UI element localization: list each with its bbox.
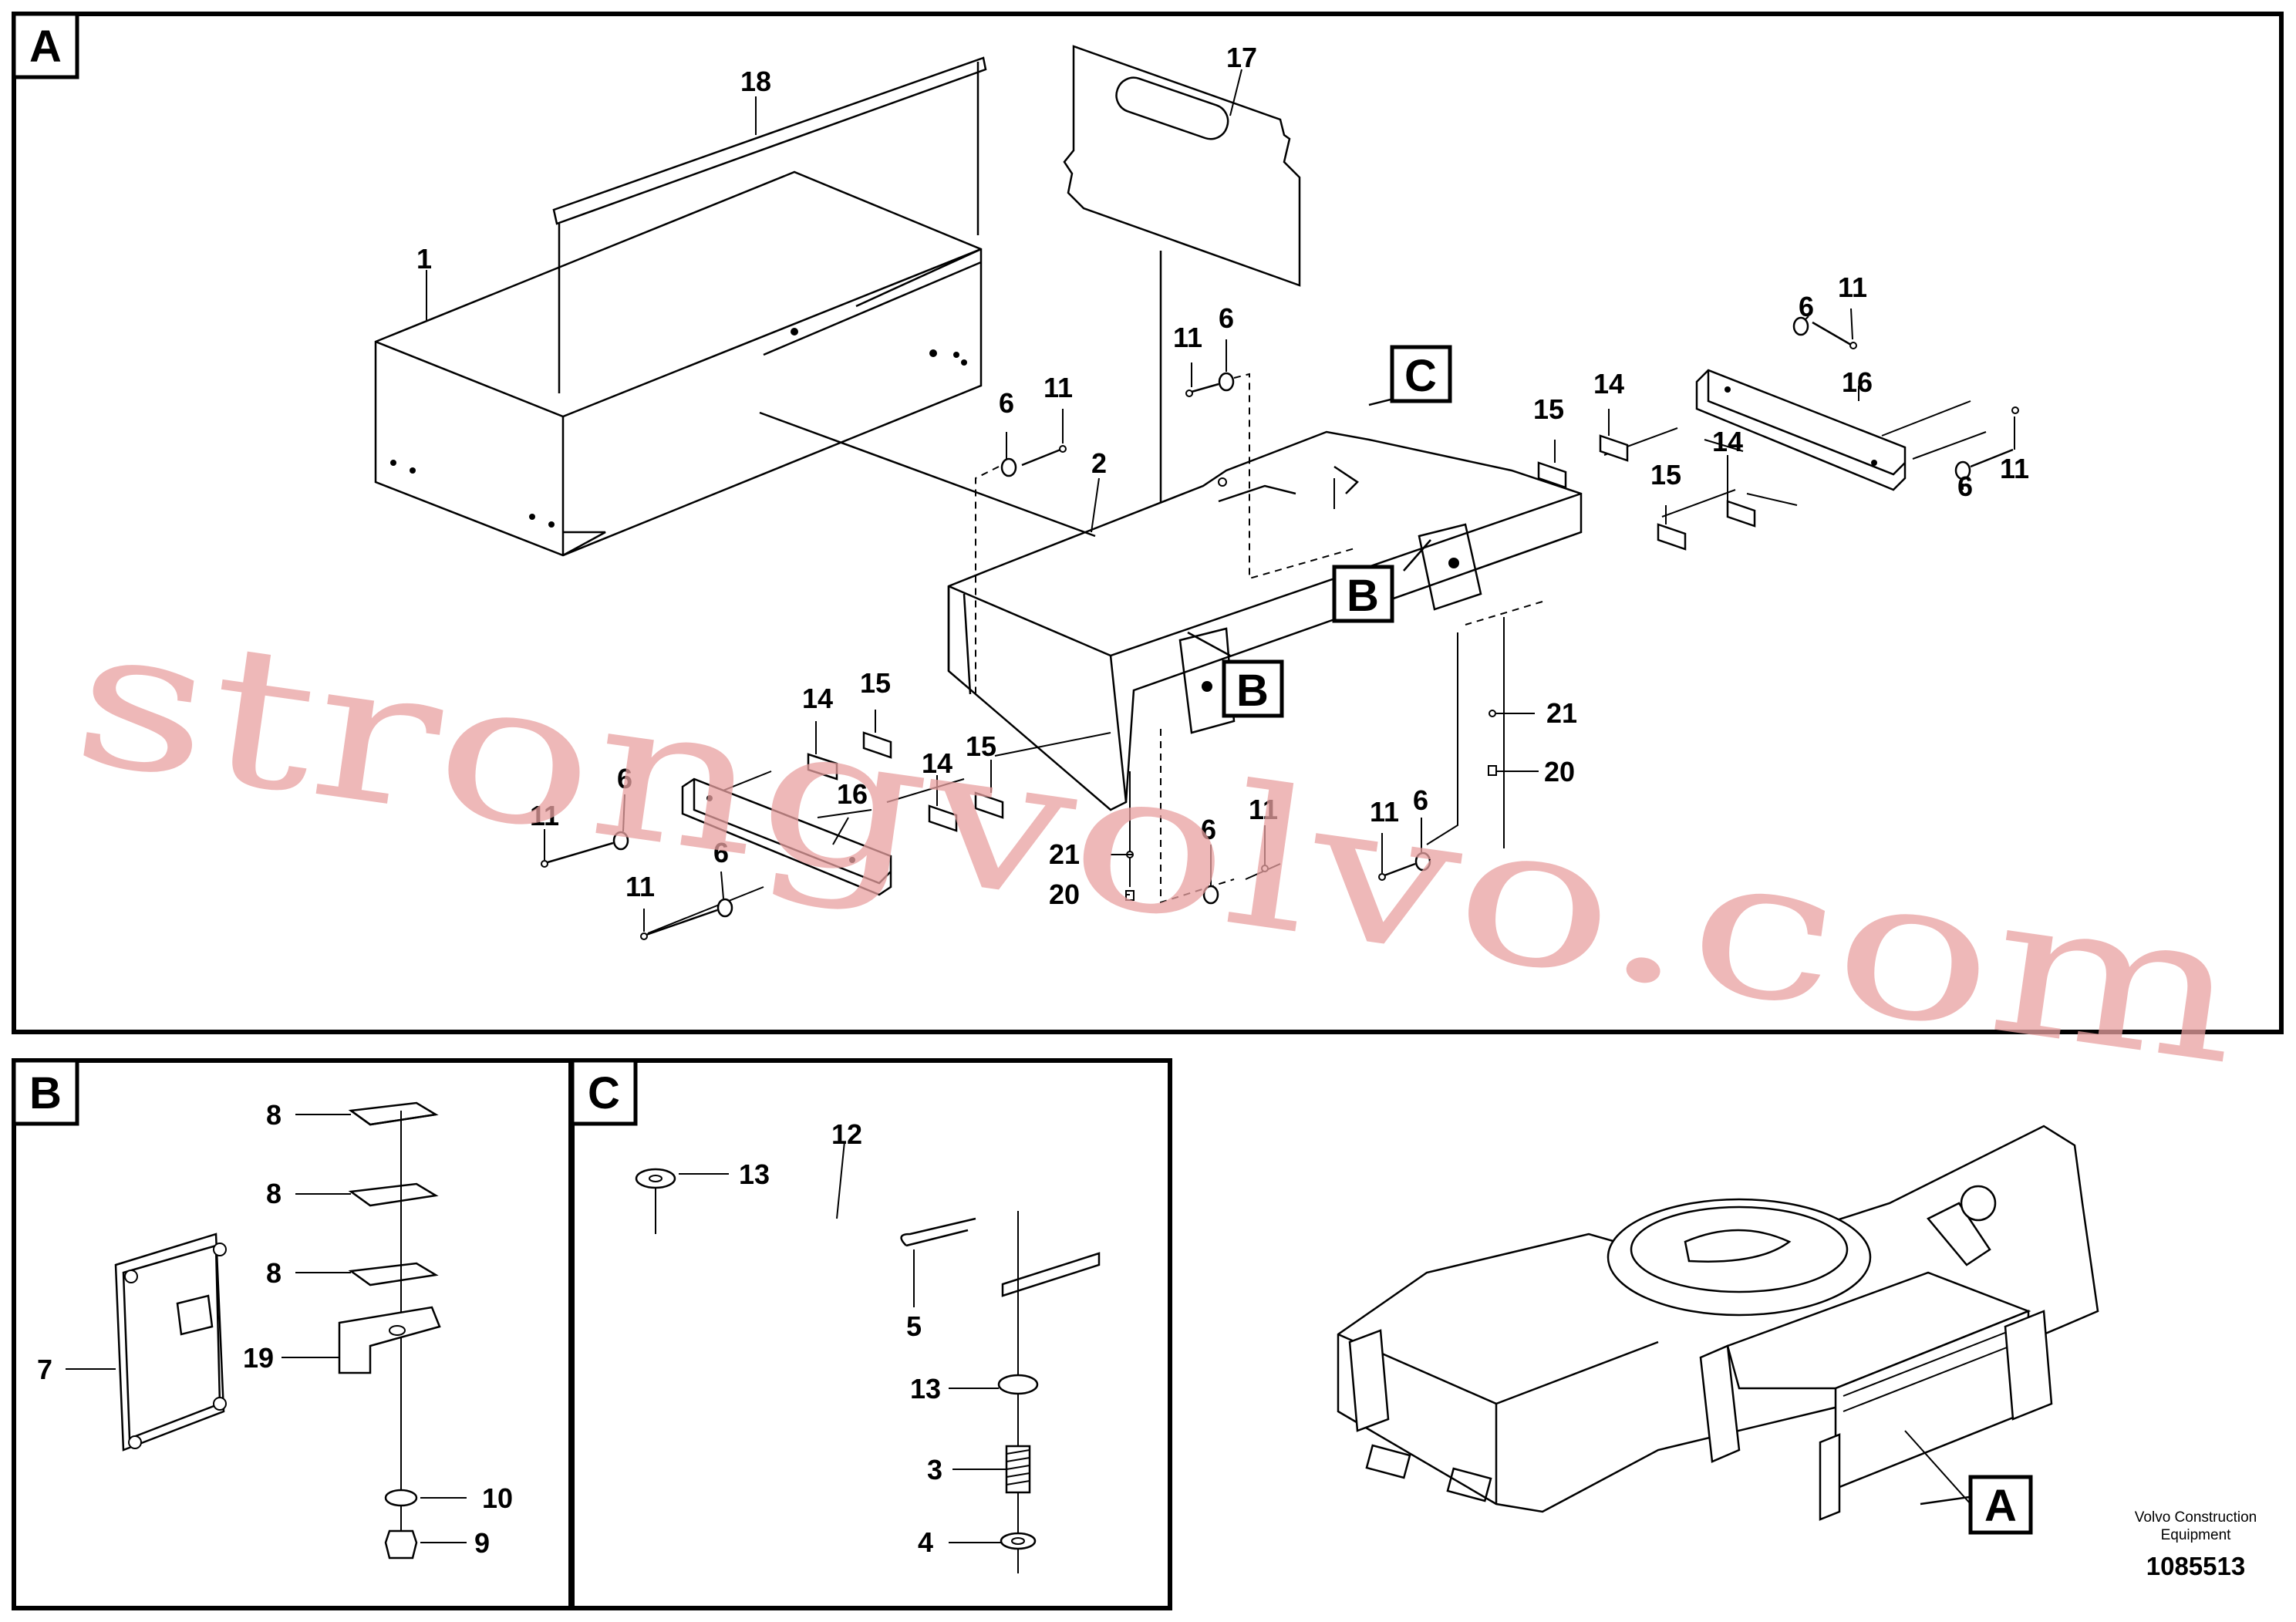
- panel-c-tag-box: [570, 1058, 638, 1126]
- callout-11-g: 11: [1249, 794, 1278, 825]
- callout-3: 3: [927, 1454, 942, 1485]
- callout-14-b: 14: [1712, 426, 1743, 457]
- ref-tag-a-box: [1968, 1475, 2033, 1535]
- callout-6-f: 6: [713, 837, 729, 868]
- callout-6-e: 6: [617, 763, 632, 794]
- callout-5: 5: [906, 1310, 922, 1342]
- ref-tag-c: C: [1404, 351, 1437, 401]
- callout-15-a: 15: [1533, 393, 1564, 425]
- callout-14-a: 14: [1593, 368, 1624, 400]
- company-line-2: Equipment: [2161, 1527, 2232, 1543]
- company-line-1: Volvo Construction: [2135, 1509, 2257, 1526]
- callout-12: 12: [831, 1118, 862, 1150]
- callout-15-b: 15: [1650, 459, 1681, 491]
- ref-tag-b-lower-box: [1222, 659, 1284, 718]
- panel-c-frame: [570, 1058, 1172, 1610]
- callout-20-b: 20: [1544, 756, 1575, 787]
- leaders-a: [426, 69, 2015, 932]
- panel-a: A: [12, 12, 2284, 1034]
- panel-a-tag: A: [29, 22, 62, 72]
- fasteners: [541, 316, 2019, 940]
- callout-6-a: 6: [999, 387, 1014, 419]
- callout-11-e: 11: [530, 800, 559, 831]
- callout-15-c: 15: [860, 667, 891, 699]
- washer-icon: [1000, 457, 1017, 477]
- machine-overview: A: [1337, 1125, 2099, 1535]
- callout-15-d: 15: [966, 730, 996, 762]
- callout-11-a: 11: [1043, 372, 1073, 403]
- callout-10: 10: [482, 1482, 513, 1514]
- top-cover-box: [374, 170, 983, 557]
- callout-21-b: 21: [1546, 697, 1577, 729]
- callout-14-c: 14: [802, 683, 833, 714]
- callout-11-f: 11: [625, 871, 655, 902]
- battery-tray-bracket: [947, 430, 1583, 811]
- callout-6-h: 6: [1413, 784, 1428, 816]
- ref-tag-b-upper-box: [1332, 565, 1394, 623]
- bolt-icon: [384, 1529, 418, 1560]
- callout-7: 7: [37, 1354, 52, 1385]
- trim-strip: [552, 56, 987, 393]
- callout-13-a: 13: [739, 1158, 770, 1190]
- panel-c: C 12 13 5 13 3 4: [570, 1058, 1172, 1610]
- access-plate: [1063, 45, 1301, 613]
- callout-18: 18: [740, 66, 771, 97]
- ref-tag-b-upper: B: [1347, 571, 1379, 621]
- callout-16-right: 16: [1842, 366, 1873, 398]
- callout-16-left: 16: [837, 778, 868, 810]
- callout-14-d: 14: [922, 747, 952, 779]
- callout-19: 19: [243, 1342, 274, 1374]
- reference-tags-a: C B B: [1222, 345, 1452, 718]
- callout-11-b: 11: [1173, 322, 1202, 353]
- callout-6-c: 6: [1799, 291, 1814, 322]
- document-footer: Volvo Construction Equipment 1085513: [2135, 1509, 2257, 1580]
- panel-a-tag-box: [12, 12, 79, 79]
- shims: [807, 434, 1756, 832]
- callout-8-1: 8: [266, 1099, 282, 1131]
- ref-tag-c-box: [1390, 345, 1452, 403]
- callout-8-2: 8: [266, 1178, 282, 1209]
- callout-6-b: 6: [1219, 302, 1234, 334]
- callout-8-3: 8: [266, 1257, 282, 1289]
- document-number: 1085513: [2146, 1552, 2245, 1580]
- callout-2: 2: [1091, 447, 1107, 479]
- panel-c-tag: C: [588, 1068, 620, 1118]
- callout-13-b: 13: [910, 1373, 941, 1404]
- ref-tag-a: A: [1984, 1481, 2017, 1531]
- washer-icon: [384, 1489, 418, 1507]
- panel-b-frame: [12, 1058, 573, 1610]
- callout-20-a: 20: [1049, 878, 1080, 910]
- panel-b-tag: B: [29, 1068, 62, 1118]
- callout-21-a: 21: [1049, 838, 1080, 870]
- assembly-lines: [647, 373, 1987, 934]
- rail-left: [681, 777, 892, 896]
- panel-b-tag-box: [12, 1058, 79, 1126]
- callout-11-d: 11: [2000, 453, 2029, 484]
- callouts-a: 18 17 1 2 6 11 6 11 6 11 16 6 11 15 14 1…: [416, 42, 2029, 910]
- panel-a-frame: [12, 12, 2284, 1034]
- callout-4: 4: [918, 1526, 933, 1558]
- callout-9: 9: [474, 1527, 490, 1559]
- callout-11-c: 11: [1838, 271, 1867, 303]
- callout-6-g: 6: [1201, 814, 1216, 845]
- callout-11-h: 11: [1370, 796, 1399, 828]
- callout-6-d: 6: [1957, 470, 1973, 502]
- callout-17: 17: [1226, 42, 1257, 73]
- rail-right: [1695, 369, 1907, 491]
- callout-1: 1: [416, 243, 432, 275]
- ref-tag-b-lower: B: [1236, 666, 1269, 716]
- panel-b: B 8 8 8 7 19 10 9: [12, 1058, 573, 1610]
